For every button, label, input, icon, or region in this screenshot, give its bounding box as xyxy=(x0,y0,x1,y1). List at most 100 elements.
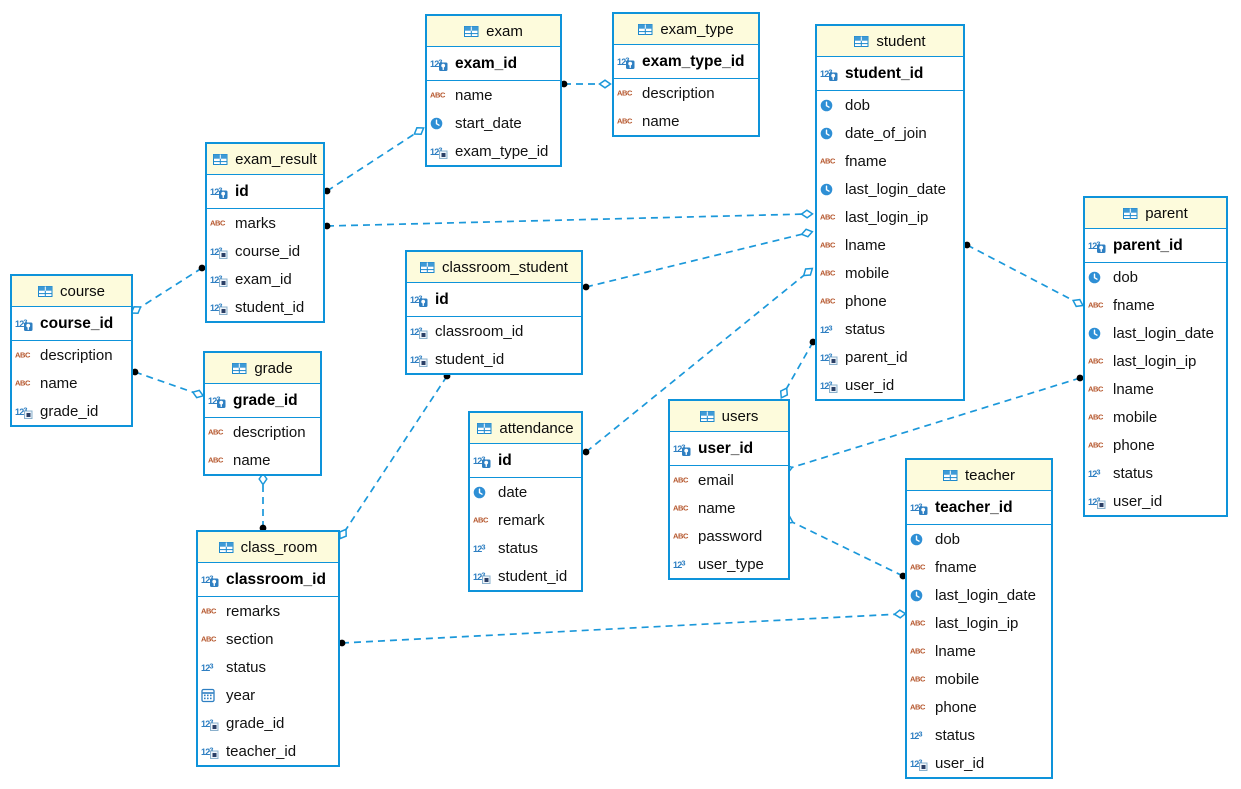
column-row-student-last_login_date[interactable]: last_login_date xyxy=(817,175,963,203)
relation-line-course-grade[interactable] xyxy=(134,371,199,395)
column-row-student-dob[interactable]: dob xyxy=(817,91,963,119)
table-header-course[interactable]: course xyxy=(12,276,131,307)
relation-line-student-users[interactable] xyxy=(783,341,814,394)
column-row-teacher-last_login_date[interactable]: last_login_date xyxy=(907,581,1051,609)
table-header-class_room[interactable]: class_room xyxy=(198,532,338,563)
relation-line-student-parent[interactable] xyxy=(966,244,1079,304)
relation-line-exam_result-exam[interactable] xyxy=(326,130,420,192)
table-header-users[interactable]: users xyxy=(670,401,788,432)
table-header-classroom_student[interactable]: classroom_student xyxy=(407,252,581,283)
column-row-parent-dob[interactable]: dob xyxy=(1085,263,1226,291)
relation-line-classroom_student-student[interactable] xyxy=(585,232,808,288)
table-header-teacher[interactable]: teacher xyxy=(907,460,1051,491)
table-header-student[interactable]: student xyxy=(817,26,963,57)
table-header-exam_type[interactable]: exam_type xyxy=(614,14,758,45)
table-header-attendance[interactable]: attendance xyxy=(470,413,581,444)
column-row-teacher-dob[interactable]: dob xyxy=(907,525,1051,553)
relation-line-parent-users[interactable] xyxy=(786,377,1081,470)
table-header-grade[interactable]: grade xyxy=(205,353,320,384)
relation-line-classroom_student-class_room[interactable] xyxy=(342,375,448,535)
column-row-class_room-year[interactable]: year xyxy=(198,681,338,709)
relation-line-teacher-users[interactable] xyxy=(787,519,904,577)
column-row-parent-last_login_date[interactable]: last_login_date xyxy=(1085,319,1226,347)
relation-line-exam_result-student[interactable] xyxy=(326,213,808,227)
table-header-exam[interactable]: exam xyxy=(427,16,560,47)
column-row-attendance-date[interactable]: date xyxy=(470,478,581,506)
table-header-parent[interactable]: parent xyxy=(1085,198,1226,229)
relation-line-class_room-teacher[interactable] xyxy=(341,613,901,644)
column-row-student-date_of_join[interactable]: date_of_join xyxy=(817,119,963,147)
table-header-exam_result[interactable]: exam_result xyxy=(207,144,323,175)
relation-line-exam_result-course[interactable] xyxy=(135,267,203,311)
column-row-exam-start_date[interactable]: start_date xyxy=(427,109,560,137)
